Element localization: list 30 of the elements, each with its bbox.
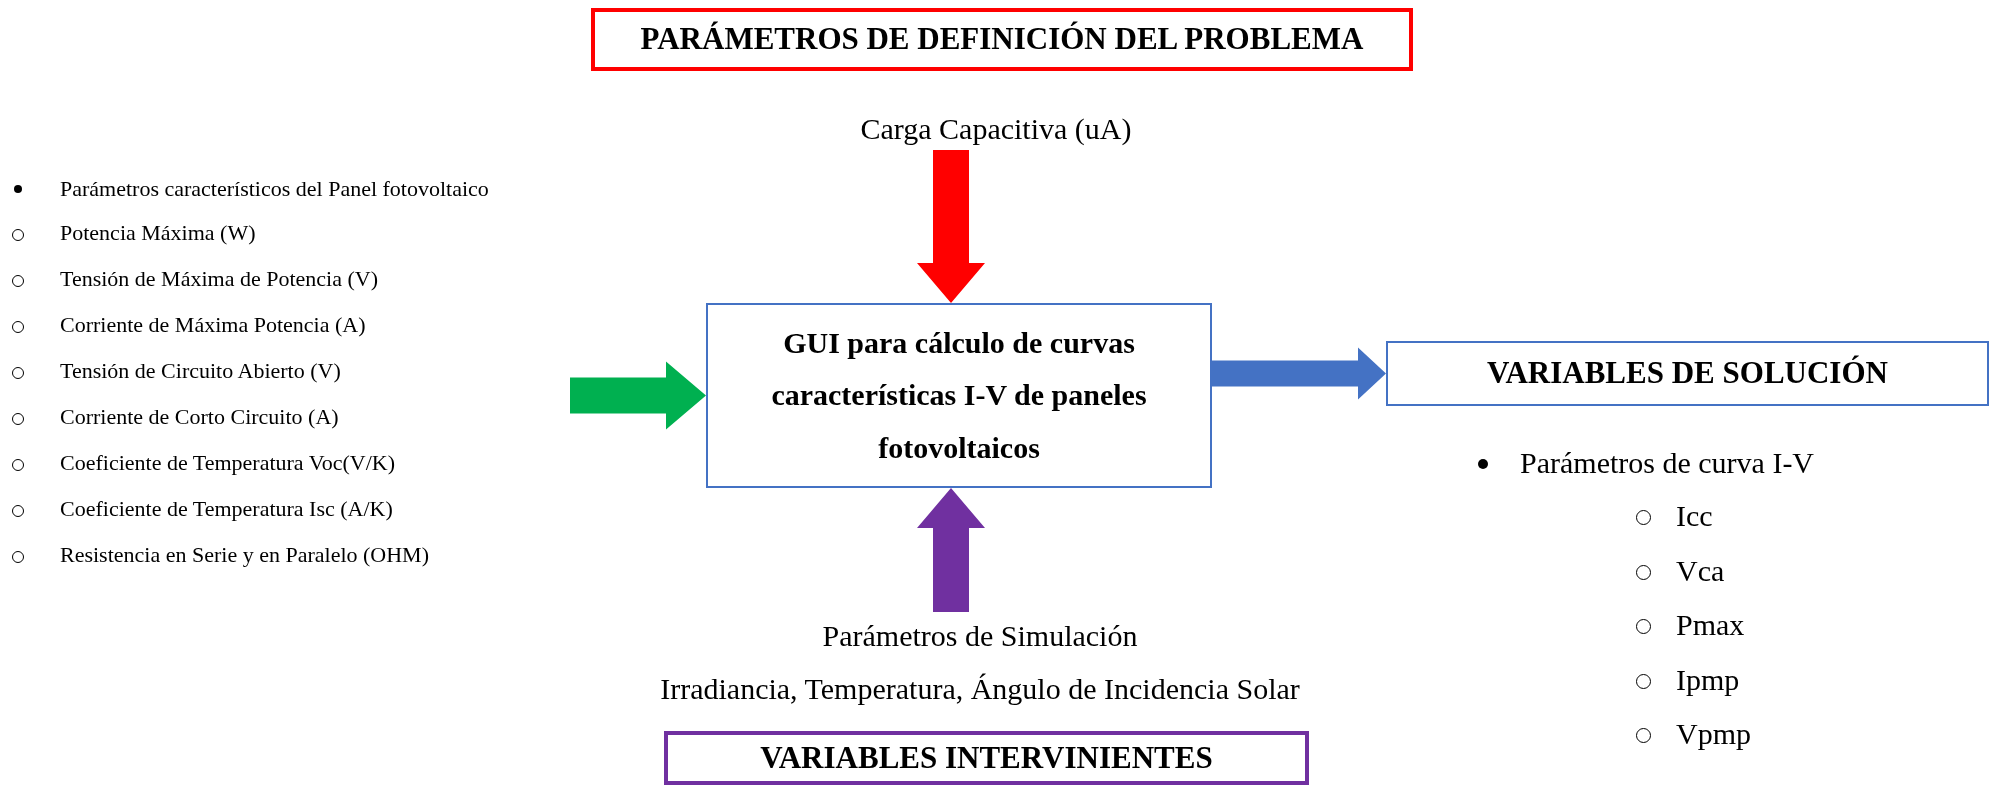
list-item: Parámetros de curva I-V <box>1520 446 1815 479</box>
heading-text: VARIABLES INTERVINIENTES <box>760 738 1213 777</box>
heading-box <box>591 8 1413 71</box>
list-item: Tensión de Máxima de Potencia (V) <box>60 266 378 291</box>
list-item: Tensión de Circuito Abierto (V) <box>60 358 341 383</box>
block-arrow <box>570 361 706 430</box>
heading-box <box>664 731 1309 785</box>
process-box <box>706 303 1212 488</box>
list-item: Corriente de Corto Circuito (A) <box>60 404 339 429</box>
list-item: Coeficiente de Temperatura Voc(V/K) <box>60 450 396 475</box>
block-arrow <box>1212 347 1386 400</box>
block-arrow <box>917 150 985 303</box>
heading-text: PARÁMETROS DE DEFINICIÓN DEL PROBLEMA <box>640 20 1364 59</box>
list-item: Resistencia en Serie y en Paralelo (OHM) <box>60 542 429 567</box>
list-item: Pmax <box>1676 608 1745 641</box>
block-arrow <box>917 488 985 612</box>
list-item: Icc <box>1676 499 1713 532</box>
heading-text: VARIABLES DE SOLUCIÓN <box>1487 354 1888 393</box>
list-item: Potencia Máxima (W) <box>60 220 256 245</box>
label-text: Irradiancia, Temperatura, Ángulo de Incidencia Solar <box>660 671 1300 707</box>
list-item: Coeficiente de Temperatura Isc (A/K) <box>60 496 393 521</box>
list-item: Parámetros característicos del Panel fotovoltaico <box>60 176 489 201</box>
list-item: Ipmp <box>1676 662 1740 696</box>
label-text: Carga Capacitiva (uA) <box>860 110 1132 147</box>
list-item: Vpmp <box>1676 717 1751 750</box>
list-item: Corriente de Máxima Potencia (A) <box>60 312 366 337</box>
heading-text: GUI para cálculo de curvas características I-V de paneles fotovoltaicos <box>770 324 1148 466</box>
label-text: Parámetros de Simulación <box>822 618 1138 654</box>
list-item: Vca <box>1676 553 1725 587</box>
heading-box <box>1386 341 1989 406</box>
